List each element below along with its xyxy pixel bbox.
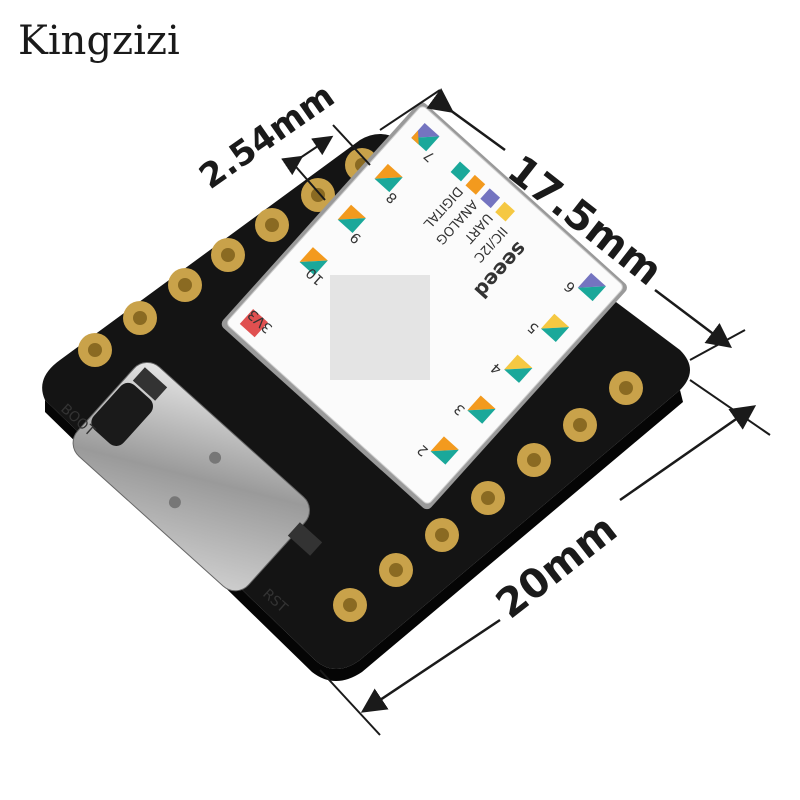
gold-pad — [609, 371, 643, 405]
rst-button — [287, 522, 323, 556]
pin-marker-3 — [467, 395, 496, 424]
gold-pad — [255, 208, 289, 242]
usb-c-connector — [72, 362, 310, 592]
castellated-pads — [78, 148, 643, 622]
gold-pad — [78, 333, 112, 367]
gold-pad — [333, 588, 367, 622]
pin-marker-4 — [504, 354, 533, 383]
gold-pad — [425, 518, 459, 552]
pin-marker-2 — [430, 436, 459, 465]
rf-shield: 3V3 7 8 9 10 DIGITAL ANALOG UART IIC/I2C… — [221, 102, 627, 510]
pin-marker-9 — [337, 204, 366, 234]
gold-pad — [168, 268, 202, 302]
pin-marker-8 — [374, 163, 403, 193]
pin-marker-6 — [577, 272, 606, 302]
gold-pad — [471, 481, 505, 515]
gold-pad — [123, 301, 157, 335]
gold-pad — [563, 408, 597, 442]
brand-watermark: Kingzizi — [18, 18, 180, 64]
gold-pad — [379, 553, 413, 587]
gold-pad — [517, 443, 551, 477]
pin-marker-7 — [411, 123, 440, 152]
blank-area — [330, 275, 430, 380]
pin-marker-5 — [540, 313, 570, 343]
boot-button — [132, 367, 168, 401]
pin-marker-10 — [299, 247, 328, 276]
gold-pad — [211, 238, 245, 272]
power-indicator — [239, 309, 269, 338]
gold-pad — [301, 178, 335, 212]
